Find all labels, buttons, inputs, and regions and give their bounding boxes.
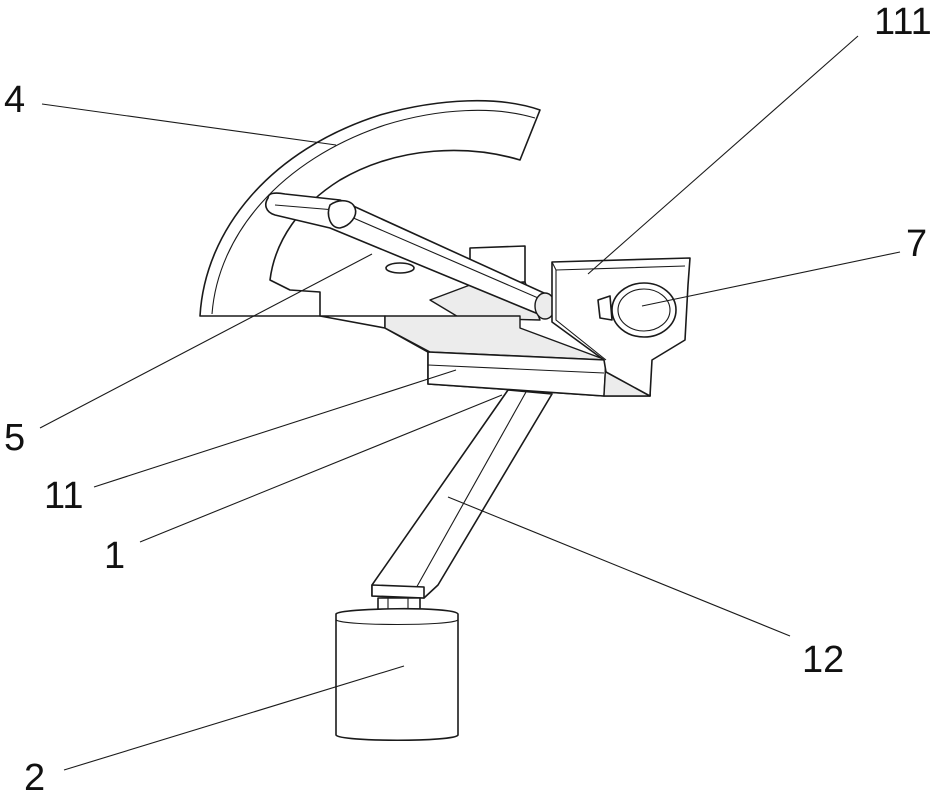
label-5: 5 (4, 417, 25, 459)
label-1: 1 (104, 535, 125, 577)
label-4: 4 (4, 79, 25, 121)
leader-111 (587, 35, 859, 275)
knob (597, 282, 677, 338)
leader-4 (41, 103, 337, 146)
label-111: 111 (874, 1, 932, 43)
leader-2 (63, 665, 405, 771)
label-11: 11 (44, 475, 83, 517)
leader-7 (641, 251, 901, 307)
leader-1 (139, 394, 503, 543)
support-arm (371, 389, 553, 599)
base-cylinder (335, 607, 459, 742)
leader-11 (93, 369, 457, 488)
leader-lines (39, 35, 901, 771)
leader-12 (447, 496, 791, 637)
label-12: 12 (802, 639, 844, 681)
main-frame (319, 315, 651, 397)
label-2: 2 (24, 757, 45, 796)
leader-5 (39, 253, 373, 429)
reference-numerals: 4 111 7 5 11 1 12 2 (4, 1, 932, 796)
label-7: 7 (906, 223, 927, 265)
